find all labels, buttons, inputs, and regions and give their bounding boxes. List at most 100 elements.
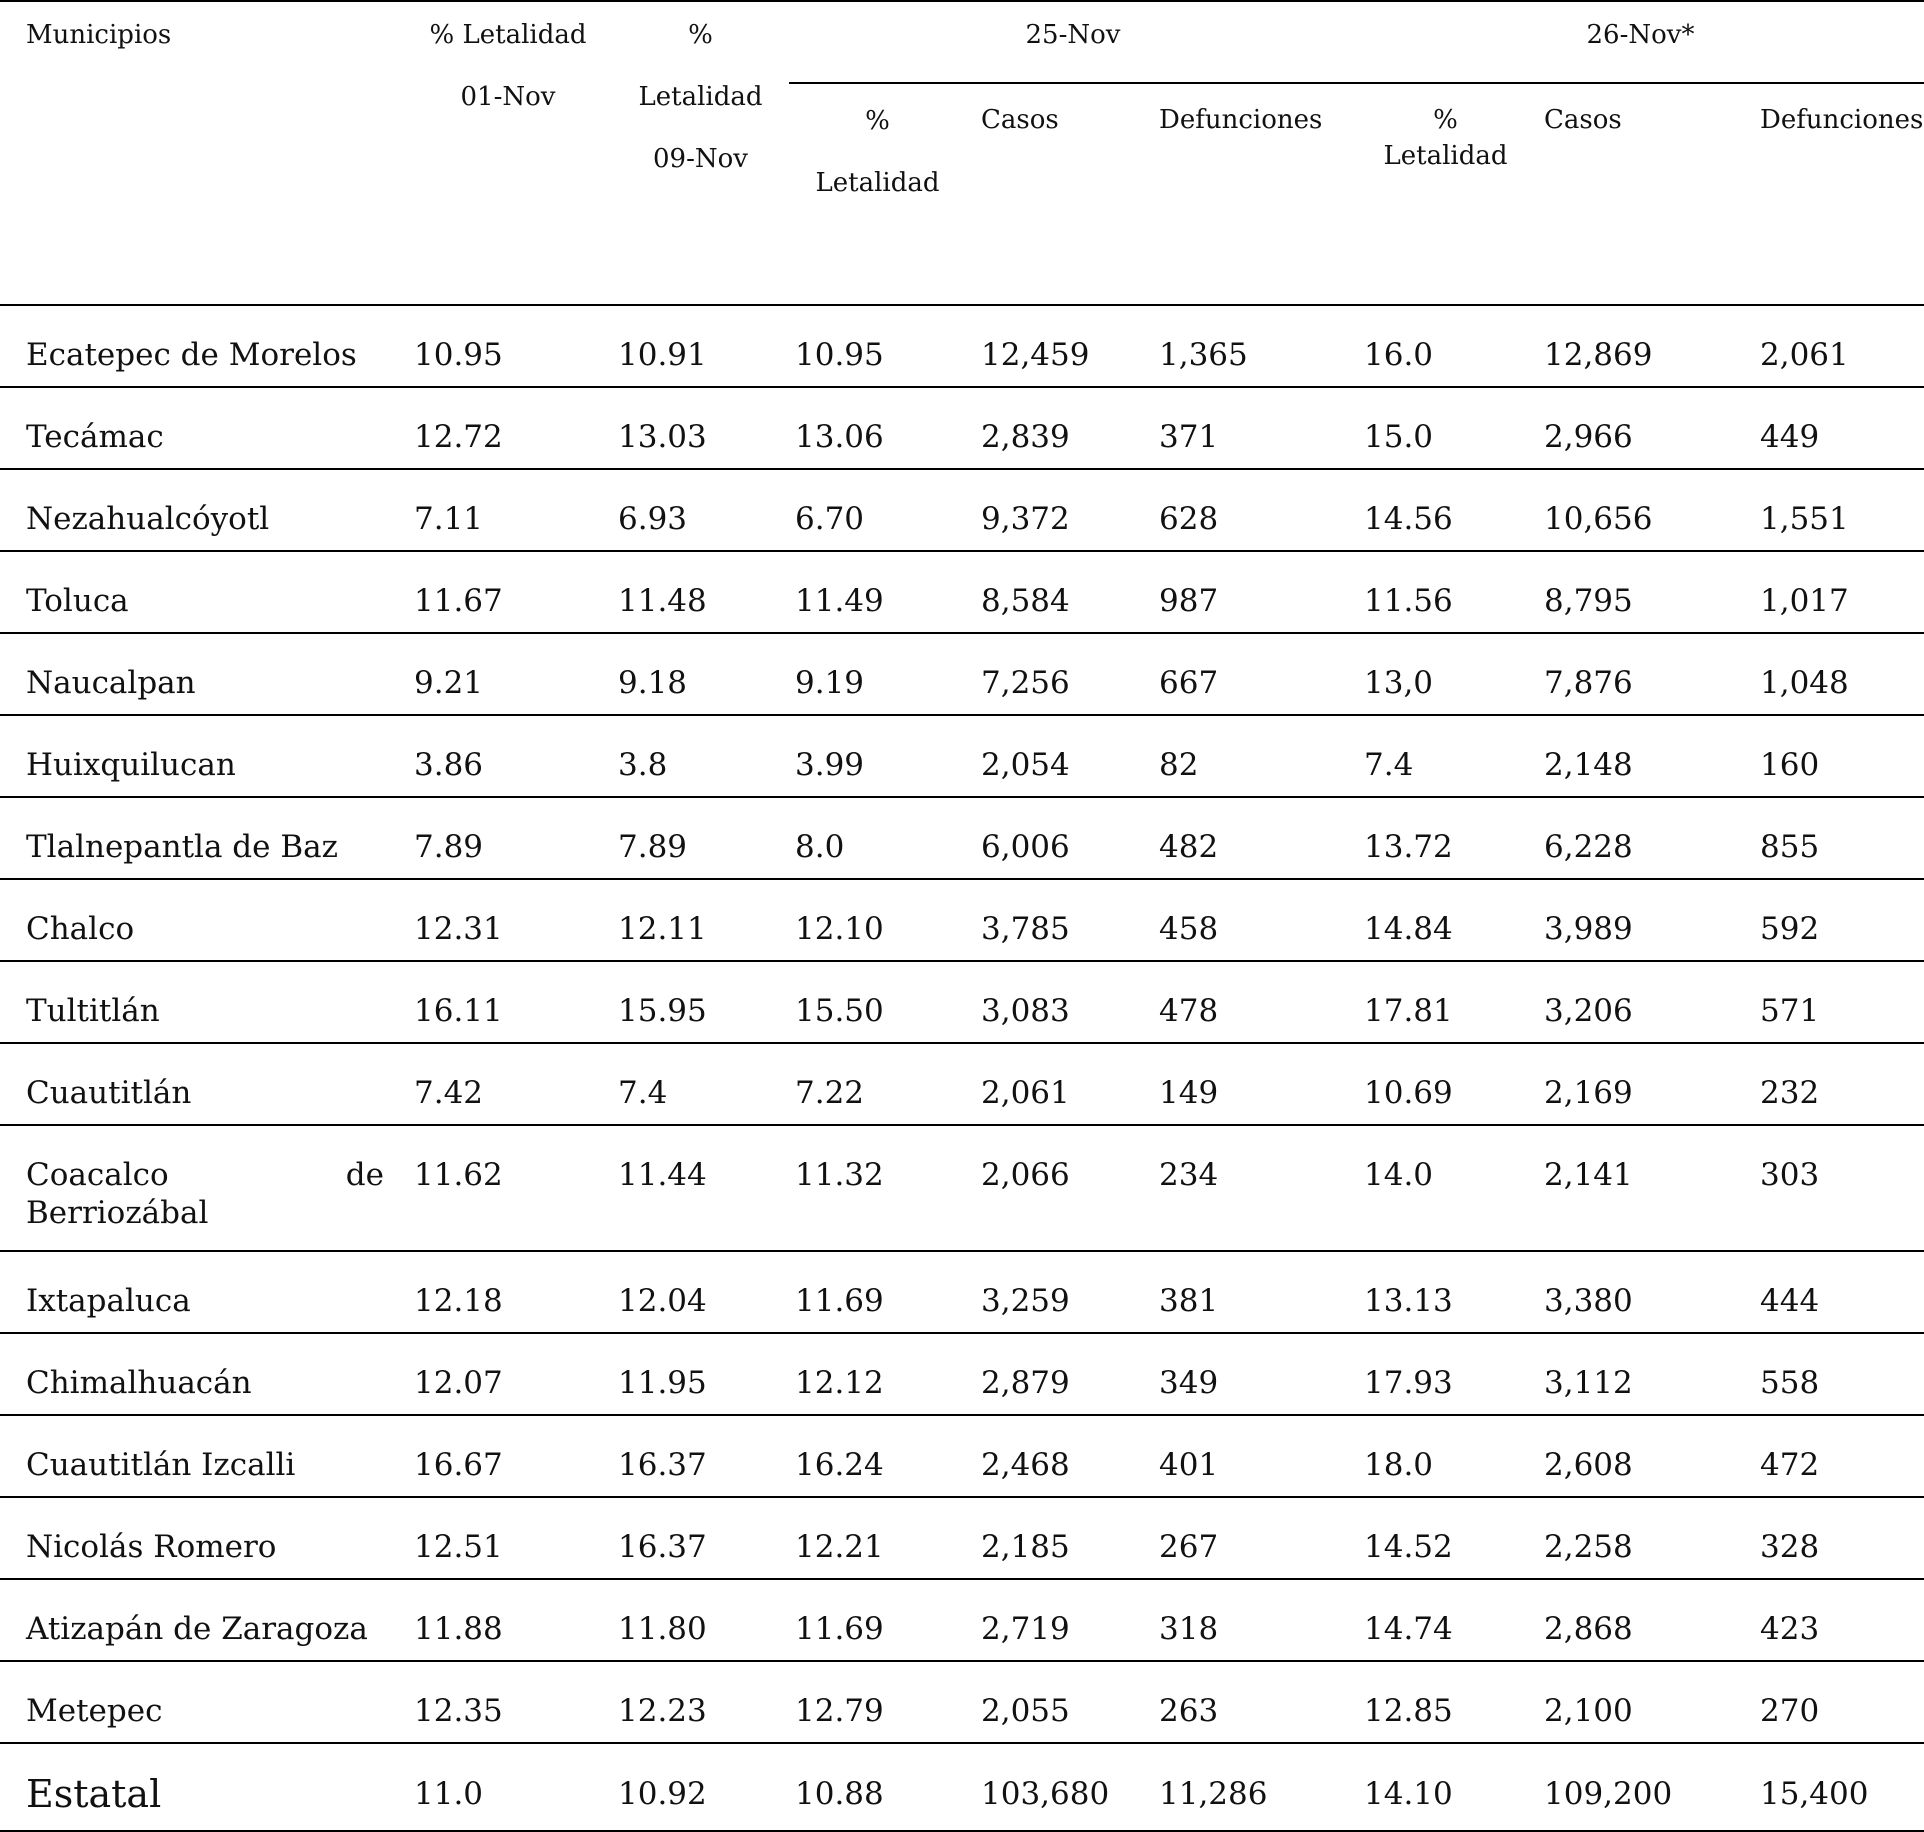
cell-let-09nov: 11.80	[612, 1578, 789, 1661]
cell-casos-26nov: 3,206	[1534, 960, 1742, 1043]
cell-casos-25nov: 2,054	[966, 714, 1144, 797]
cell-def-26nov: 303	[1742, 1124, 1924, 1251]
cell-let-01nov: 12.07	[404, 1332, 612, 1415]
cell-def-25nov: 349	[1144, 1332, 1357, 1415]
header-group-26nov-label: 26-Nov*	[1586, 20, 1695, 50]
cell-casos-26nov: 2,169	[1534, 1042, 1742, 1125]
cell-municipio: Toluca	[0, 550, 404, 633]
cell-let-09nov: 9.18	[612, 632, 789, 715]
cell-let-25nov: 11.69	[789, 1578, 966, 1661]
cell-def-25nov: 628	[1144, 468, 1357, 551]
cell-def-26nov: 444	[1742, 1250, 1924, 1333]
cell-let-09nov: 3.8	[612, 714, 789, 797]
cell-casos-25nov: 2,839	[966, 386, 1144, 469]
cell-let-09nov: 13.03	[612, 386, 789, 469]
cell-let-09nov: 16.37	[612, 1496, 789, 1579]
cell-let-26nov: 18.0	[1357, 1414, 1534, 1497]
cell-let-25nov: 11.32	[789, 1124, 966, 1251]
cell-let-01nov: 11.67	[404, 550, 612, 633]
cell-let-26nov: 13.72	[1357, 796, 1534, 879]
cell-def-26nov: 1,551	[1742, 468, 1924, 551]
cell-def-25nov: 318	[1144, 1578, 1357, 1661]
cell-def-26nov: 270	[1742, 1660, 1924, 1743]
cell-casos-25nov: 3,083	[966, 960, 1144, 1043]
cell-casos-26nov: 2,148	[1534, 714, 1742, 797]
header-26nov-casos-label: Casos	[1544, 105, 1622, 135]
cell-let-09nov: 7.4	[612, 1042, 789, 1125]
cell-let-25nov: 12.10	[789, 878, 966, 961]
cell-let-01nov-total: 11.0	[404, 1742, 612, 1832]
cell-casos-25nov: 2,719	[966, 1578, 1144, 1661]
cell-def-26nov: 423	[1742, 1578, 1924, 1661]
cell-let-25nov: 12.79	[789, 1660, 966, 1743]
cell-def-25nov: 401	[1144, 1414, 1357, 1497]
cell-municipio: Naucalpan	[0, 632, 404, 715]
cell-let-25nov: 16.24	[789, 1414, 966, 1497]
cell-municipio-line2: Berriozábal	[26, 1195, 209, 1231]
cell-def-26nov: 328	[1742, 1496, 1924, 1579]
cell-let-09nov: 15.95	[612, 960, 789, 1043]
cell-municipio: Metepec	[0, 1660, 404, 1743]
cell-let-25nov: 11.49	[789, 550, 966, 633]
header-row-1: Municipios % Letalidad 01-Nov % Letalida…	[0, 0, 1924, 305]
cell-def-25nov: 371	[1144, 386, 1357, 469]
cell-let-09nov: 12.23	[612, 1660, 789, 1743]
cell-municipio: Chimalhuacán	[0, 1332, 404, 1415]
cell-let-09nov-total: 10.92	[612, 1742, 789, 1832]
cell-casos-26nov: 2,141	[1534, 1124, 1742, 1251]
cell-casos-25nov: 9,372	[966, 468, 1144, 551]
header-26nov-pct-line2: Letalidad	[1383, 141, 1508, 171]
cell-let-26nov: 10.69	[1357, 1042, 1534, 1125]
cell-def-26nov-total: 15,400	[1742, 1742, 1924, 1832]
cell-let-01nov: 12.51	[404, 1496, 612, 1579]
cell-let-26nov: 16.0	[1357, 304, 1534, 387]
cell-let-09nov: 11.95	[612, 1332, 789, 1415]
cell-casos-26nov: 12,869	[1534, 304, 1742, 387]
cell-def-25nov: 263	[1144, 1660, 1357, 1743]
cell-def-26nov: 449	[1742, 386, 1924, 469]
cell-let-01nov: 10.95	[404, 304, 612, 387]
cell-casos-25nov: 6,006	[966, 796, 1144, 879]
cell-let-26nov: 15.0	[1357, 386, 1534, 469]
cell-def-26nov: 855	[1742, 796, 1924, 879]
header-let-09nov-line2: Letalidad	[638, 82, 763, 112]
cell-let-26nov: 17.93	[1357, 1332, 1534, 1415]
cell-municipio: Huixquilucan	[0, 714, 404, 797]
cell-let-25nov: 3.99	[789, 714, 966, 797]
header-let-09nov-line1: %	[688, 20, 713, 50]
cell-municipio: Ecatepec de Morelos	[0, 304, 404, 387]
cell-casos-25nov: 2,055	[966, 1660, 1144, 1743]
cell-let-01nov: 9.21	[404, 632, 612, 715]
cell-def-26nov: 232	[1742, 1042, 1924, 1125]
cell-let-01nov: 7.89	[404, 796, 612, 879]
cell-def-26nov: 558	[1742, 1332, 1924, 1415]
header-26nov-defunciones: Defunciones	[1742, 83, 1924, 306]
cell-casos-26nov-total: 109,200	[1534, 1742, 1742, 1832]
cell-def-25nov: 478	[1144, 960, 1357, 1043]
cell-casos-25nov: 7,256	[966, 632, 1144, 715]
header-group-25nov-label: 25-Nov	[1025, 20, 1121, 50]
cell-def-25nov: 82	[1144, 714, 1357, 797]
cell-def-26nov: 571	[1742, 960, 1924, 1043]
cell-let-26nov: 14.56	[1357, 468, 1534, 551]
header-25nov-casos: Casos	[966, 83, 1144, 306]
cell-casos-26nov: 2,608	[1534, 1414, 1742, 1497]
cell-casos-25nov: 12,459	[966, 304, 1144, 387]
cell-def-25nov: 267	[1144, 1496, 1357, 1579]
cell-def-25nov: 482	[1144, 796, 1357, 879]
cell-def-25nov: 234	[1144, 1124, 1357, 1251]
header-row-2: % Letalidad Casos Defunciones % Letalida…	[0, 83, 1924, 306]
cell-let-01nov: 11.88	[404, 1578, 612, 1661]
